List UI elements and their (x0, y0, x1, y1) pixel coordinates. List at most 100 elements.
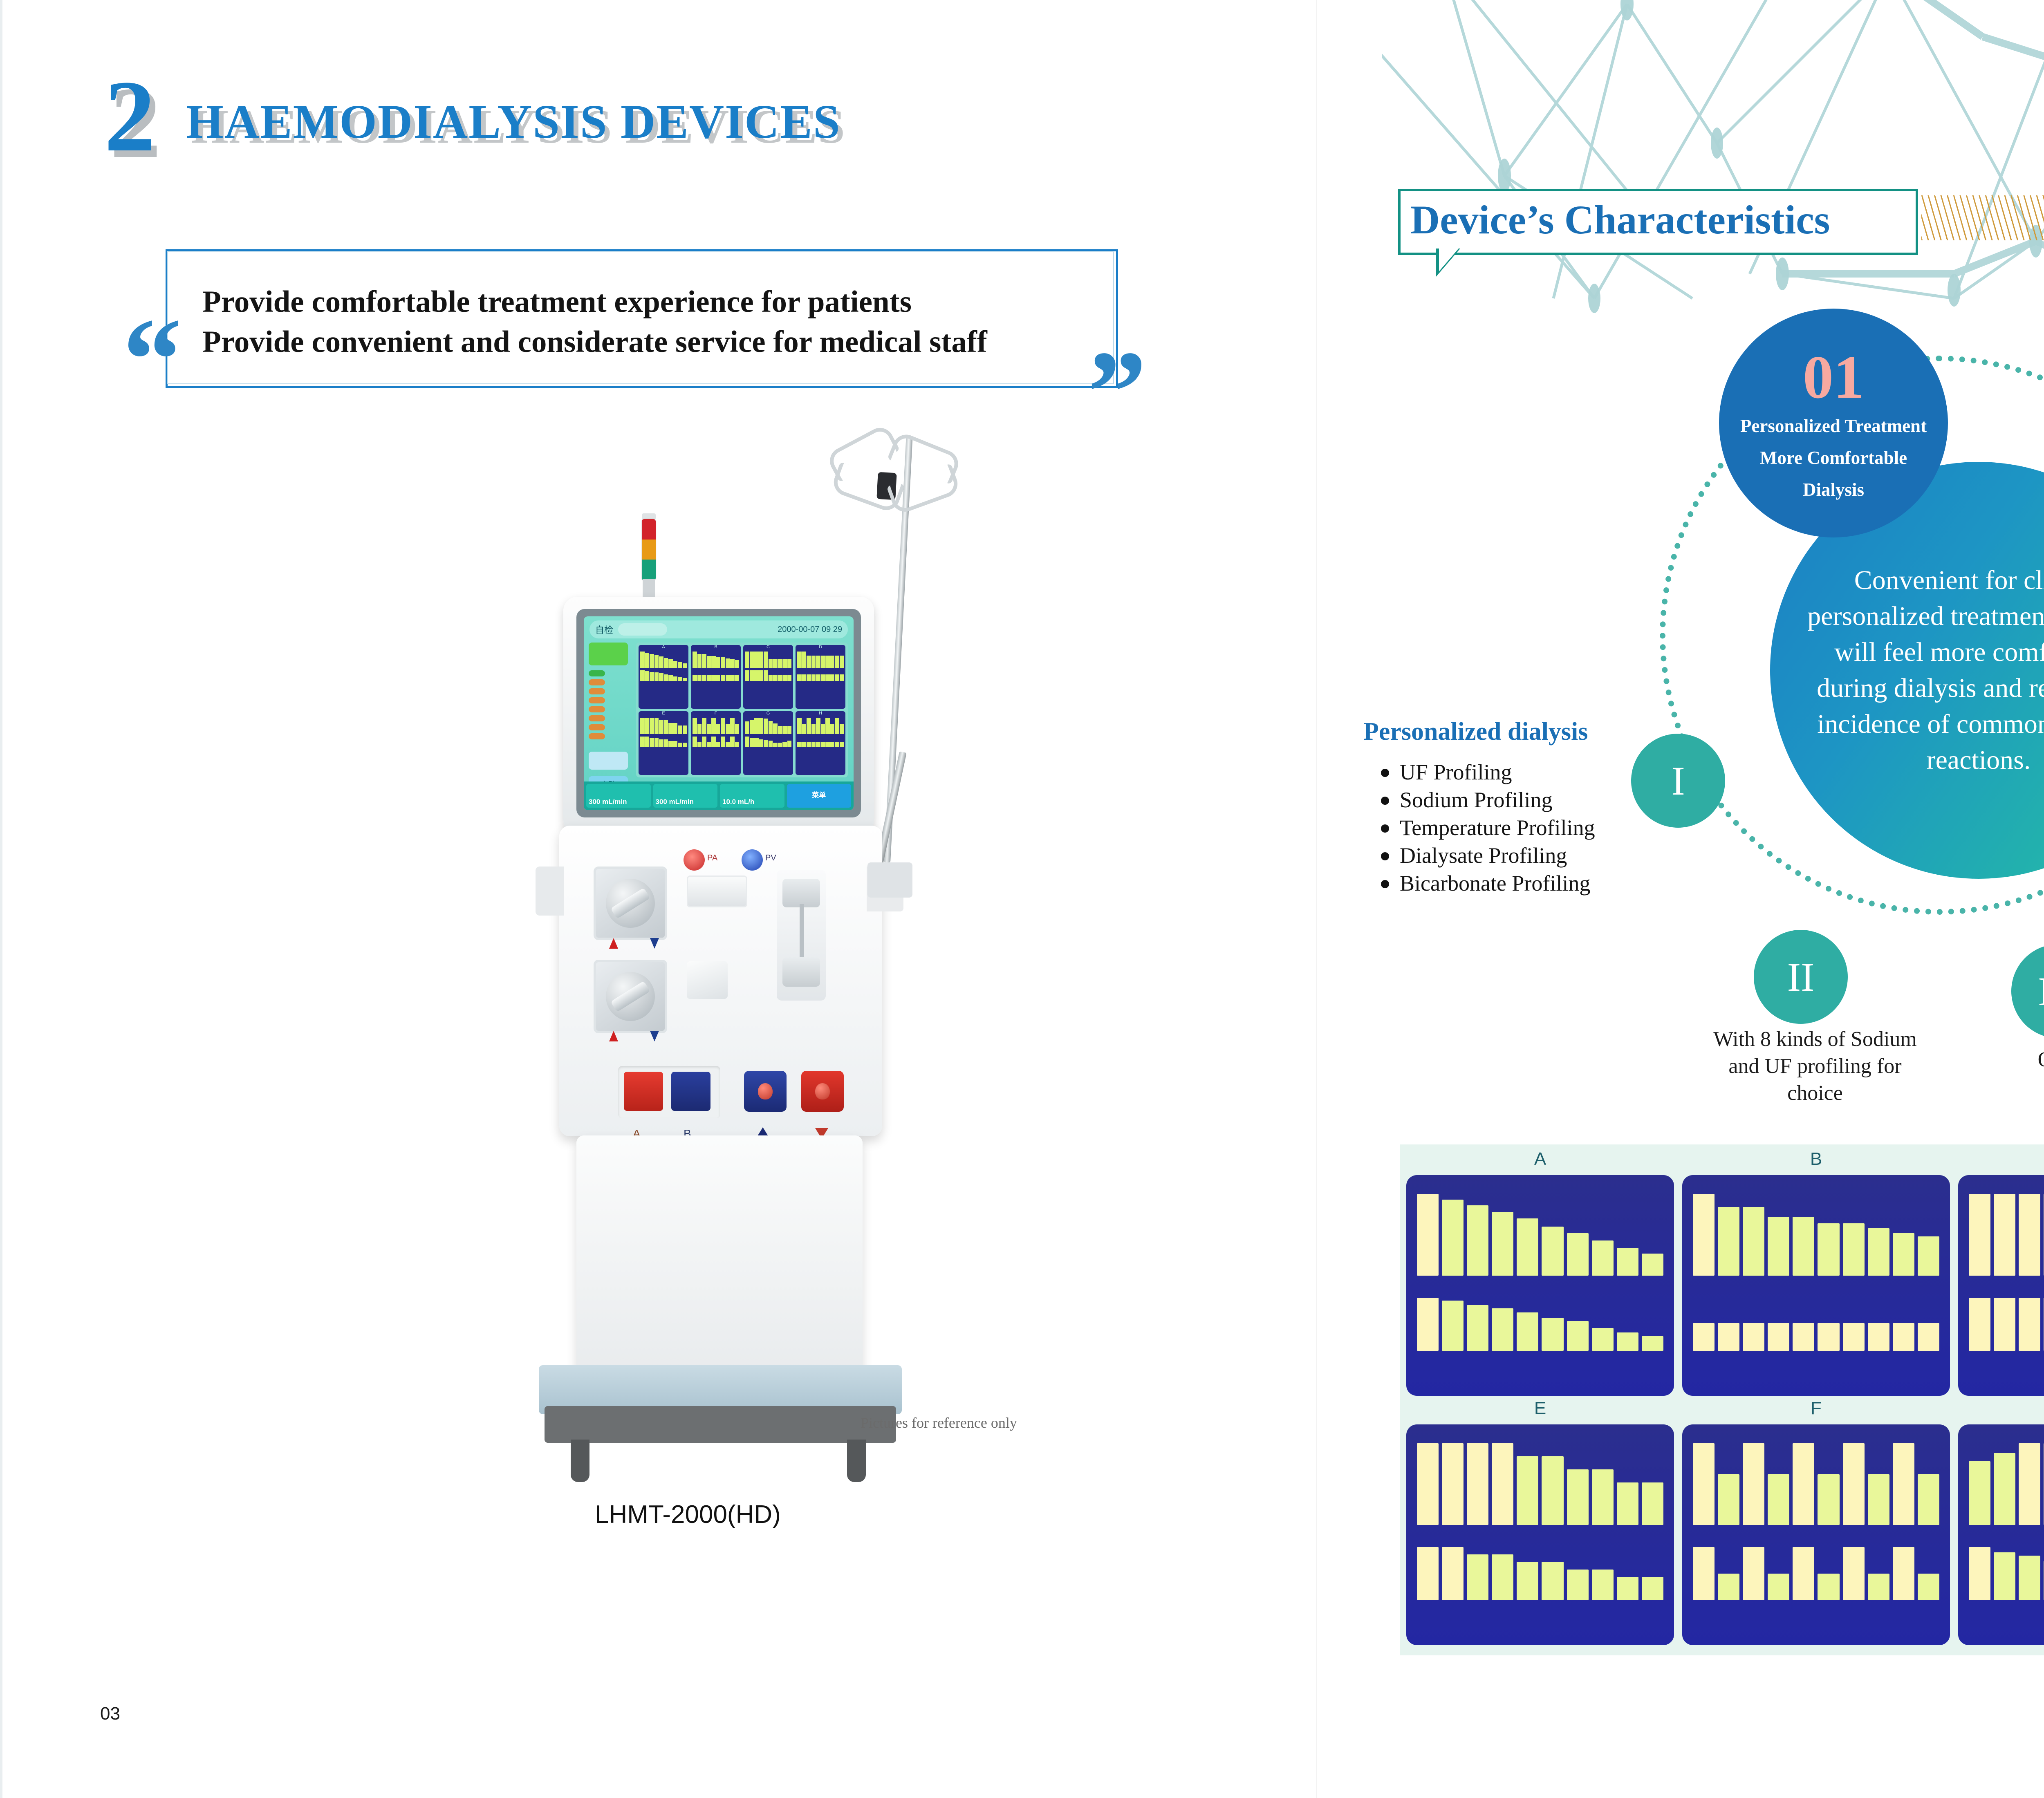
profiling-bar (1442, 1200, 1464, 1276)
screen-mini-bar (820, 655, 825, 668)
profiling-series-sodium (1969, 1443, 2044, 1525)
blood-pump-lower[interactable] (594, 960, 667, 1033)
screen-mini-bar (816, 655, 820, 668)
profiling-bar (1969, 1194, 1991, 1276)
screen-mini-bar (807, 718, 811, 734)
screen-profile-cell-e[interactable]: E (639, 711, 688, 775)
screen-mini-bar (663, 720, 668, 734)
screen-mini-bar (693, 737, 697, 747)
arterial-pressure-label: PA (707, 853, 718, 862)
profiling-series-sodium (1693, 1443, 1939, 1525)
screen-mini-bar (754, 670, 759, 681)
screen-profile-cell-label: C (766, 645, 770, 649)
screen-profile-cell-a[interactable]: A (639, 645, 688, 709)
arterial-pressure-port[interactable] (684, 849, 705, 871)
screen-profile-cell-c[interactable]: C (743, 645, 793, 709)
screen-mini-bar (816, 718, 820, 734)
screen-mini-bar (778, 658, 782, 668)
screen-mini-bar (816, 674, 820, 681)
dialysate-port-blue[interactable] (744, 1071, 787, 1112)
screen-mini-series (640, 670, 687, 681)
screen-profile-cell-d[interactable]: D (796, 645, 845, 709)
profiling-bar (1917, 1574, 1939, 1600)
screen-profile-cell-label: B (714, 645, 717, 649)
screen-mini-bar (825, 655, 830, 668)
profiling-bar (1542, 1456, 1564, 1525)
screen-mini-bar (650, 672, 654, 681)
quote-box-inner-outline (167, 251, 1114, 384)
page-number-left: 03 (100, 1704, 120, 1724)
profiling-bar (1917, 1323, 1939, 1351)
profiling-bar (1743, 1323, 1765, 1351)
screen-mini-bar (782, 726, 787, 734)
screen-mini-bar (697, 724, 702, 734)
concentrate-connector-red[interactable] (624, 1072, 663, 1111)
screen-mini-bar (839, 674, 844, 681)
machine-caster (847, 1440, 866, 1482)
screen-secondary-button[interactable] (589, 752, 628, 770)
quote-line-2: Provide convenient and considerate servi… (202, 325, 987, 359)
flow-arrow-up-icon (609, 938, 618, 949)
profiling-panel-f: F (1682, 1398, 1950, 1645)
screen-heparin-rate-box[interactable]: 10.0 mL/h (720, 784, 784, 808)
screen-mini-bar (678, 742, 682, 747)
screen-mini-bar (730, 737, 735, 747)
screen-datetime: 2000-00-07 09 29 (778, 625, 842, 634)
screen-profile-cell-g[interactable]: G (743, 711, 793, 775)
profiling-bar (1542, 1562, 1564, 1600)
screen-profile-cell-h[interactable]: H (796, 711, 845, 775)
screen-menu-button[interactable]: 菜单 (787, 784, 851, 808)
screen-heparin-rate-value: 10.0 mL/h (722, 798, 755, 806)
screen-mini-bar (682, 678, 687, 681)
personalized-dialysis-item: Dialysate Profiling (1378, 842, 1595, 869)
screen-mini-bar (654, 655, 659, 668)
feature-caption-line-2: More Comfortable (1759, 448, 1907, 468)
profiling-bar (1567, 1569, 1589, 1600)
profiling-panel-g: G (1958, 1400, 2044, 1645)
screen-profile-cell-f[interactable]: F (691, 711, 741, 775)
venous-pressure-port[interactable] (742, 849, 763, 871)
profiling-panel-label: C (1958, 1149, 2044, 1169)
profiling-bar (1517, 1562, 1539, 1600)
screen-profile-cell-b[interactable]: B (691, 645, 741, 709)
screen-mini-bar (721, 657, 725, 668)
screen-mini-bar (802, 724, 806, 734)
screen-mini-bar (820, 724, 825, 734)
profiling-bar (1793, 1443, 1815, 1525)
machine-touchscreen[interactable]: 自检 2000-00-07 09 29 旁路 (584, 616, 854, 810)
profiling-series-uf (1969, 1547, 2044, 1600)
screen-mini-series (745, 670, 791, 681)
profiling-bar (1417, 1443, 1439, 1525)
screen-mini-bar (693, 652, 697, 668)
screen-mini-bar (802, 652, 806, 668)
screen-mini-bar (773, 742, 778, 747)
concentrate-connector-blue[interactable] (671, 1072, 710, 1111)
screen-led (589, 670, 605, 676)
machine-left-handle (536, 867, 564, 916)
dialysate-port-red[interactable] (801, 1071, 844, 1112)
personalized-dialysis-title: Personalized dialysis (1363, 718, 1588, 746)
profiling-bar (1492, 1212, 1514, 1276)
screen-mini-bar (839, 724, 844, 734)
screen-mini-bar (839, 742, 844, 747)
screen-profile-cell-label: A (662, 645, 665, 649)
quote-box-outline (166, 249, 1118, 388)
blood-pump-upper[interactable] (594, 867, 667, 940)
profiling-bar (1591, 1240, 1614, 1276)
profiling-bar (1768, 1574, 1790, 1600)
screen-mini-bar (659, 656, 663, 668)
screen-dialysate-flow-box[interactable]: 300 mL/min (653, 784, 717, 808)
screen-mini-bar (825, 742, 830, 747)
profiling-bar (1641, 1576, 1663, 1600)
screen-mini-bar (721, 675, 725, 681)
screen-blood-flow-box[interactable]: 300 mL/min (586, 784, 651, 808)
screen-mini-bar (754, 738, 759, 747)
screen-mini-bar (768, 740, 773, 747)
machine-caster (571, 1440, 589, 1482)
profiling-series-uf (1693, 1298, 1939, 1351)
profiling-panel-screen (1682, 1175, 1950, 1396)
screen-mini-bar (839, 655, 844, 668)
